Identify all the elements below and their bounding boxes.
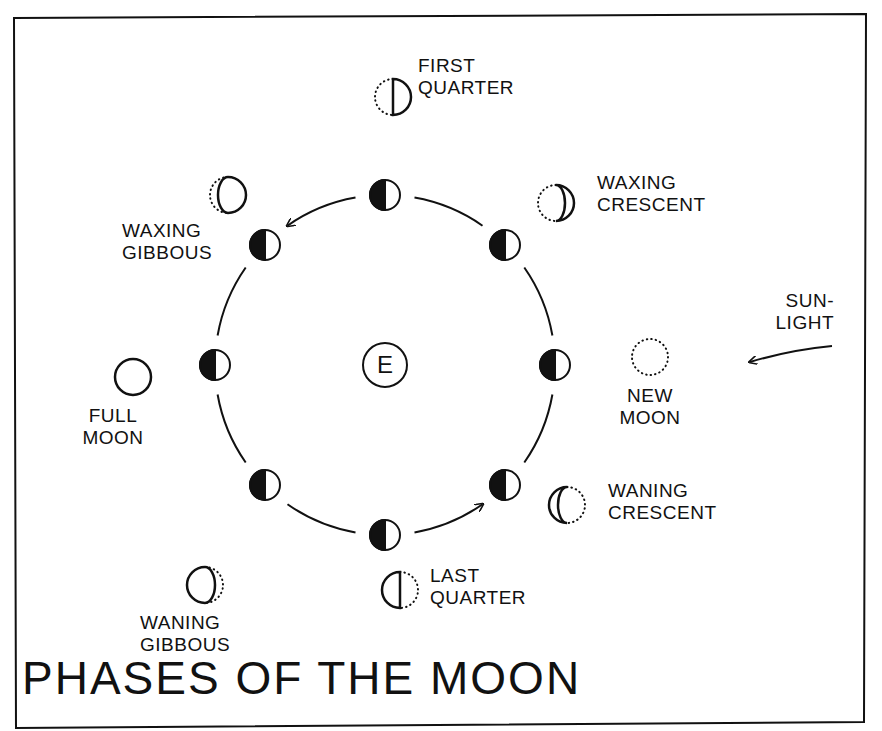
phase-label: LAST QUARTER [430,565,560,609]
phase-label: FIRST QUARTER [418,55,548,99]
phase-label: SUN- LIGHT [762,290,834,334]
orbit-moons [200,180,570,550]
phase-label: FULL MOON [73,405,153,449]
orbit [218,198,553,533]
phase-label: WANING GIBBOUS [140,612,260,656]
diagram-title: PHASES OF THE MOON [22,652,581,704]
sunlight-arrow [750,346,832,362]
phase-label: WAXING CRESCENT [597,172,747,216]
phase-label: WANING CRESCENT [608,480,768,524]
earth-circle: E [362,342,408,388]
phase-label: NEW MOON [605,385,695,429]
earth-label: E [377,352,393,378]
phase-label: WAXING GIBBOUS [122,220,234,264]
frame [14,14,866,728]
phase-icons [115,79,668,608]
